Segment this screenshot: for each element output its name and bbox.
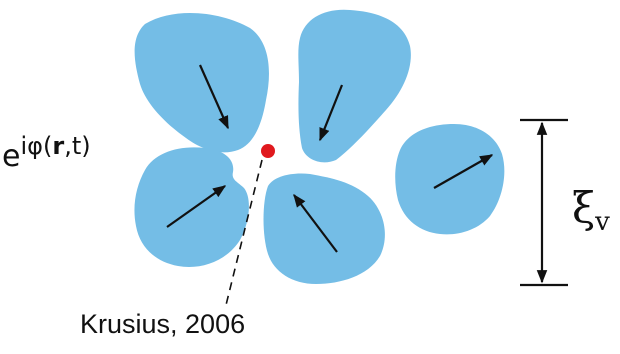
phase-arrow-top-left <box>198 64 230 130</box>
domain-blob-bottom-middle <box>263 173 385 284</box>
coherence-length-label: ξv <box>572 183 610 237</box>
coherence-length-symbol: ξ <box>572 183 595 232</box>
phase-arrow-bottom-left <box>166 185 227 228</box>
phase-label-exponent-bold: r <box>52 132 64 160</box>
domain-blob-top-middle <box>298 9 411 163</box>
phase-label-exponent-pre: iφ( <box>20 132 52 160</box>
domain-blob-top-left <box>134 12 269 153</box>
citation-text: Krusius, 2006 <box>80 309 246 339</box>
citation-pointer-line <box>225 159 263 306</box>
phase-arrow-right <box>433 154 494 189</box>
phase-label-exponent-post: ,t) <box>64 132 90 160</box>
phase-arrow-top-middle <box>318 84 344 142</box>
phase-label-base: e <box>2 139 20 174</box>
vortex-core-dot <box>261 144 275 158</box>
coherence-length-subscript: v <box>594 207 610 237</box>
domain-blob-bottom-left <box>134 147 249 267</box>
phase-label: eiφ(r,t) <box>2 132 91 174</box>
phase-arrow-bottom-middle <box>293 193 338 253</box>
